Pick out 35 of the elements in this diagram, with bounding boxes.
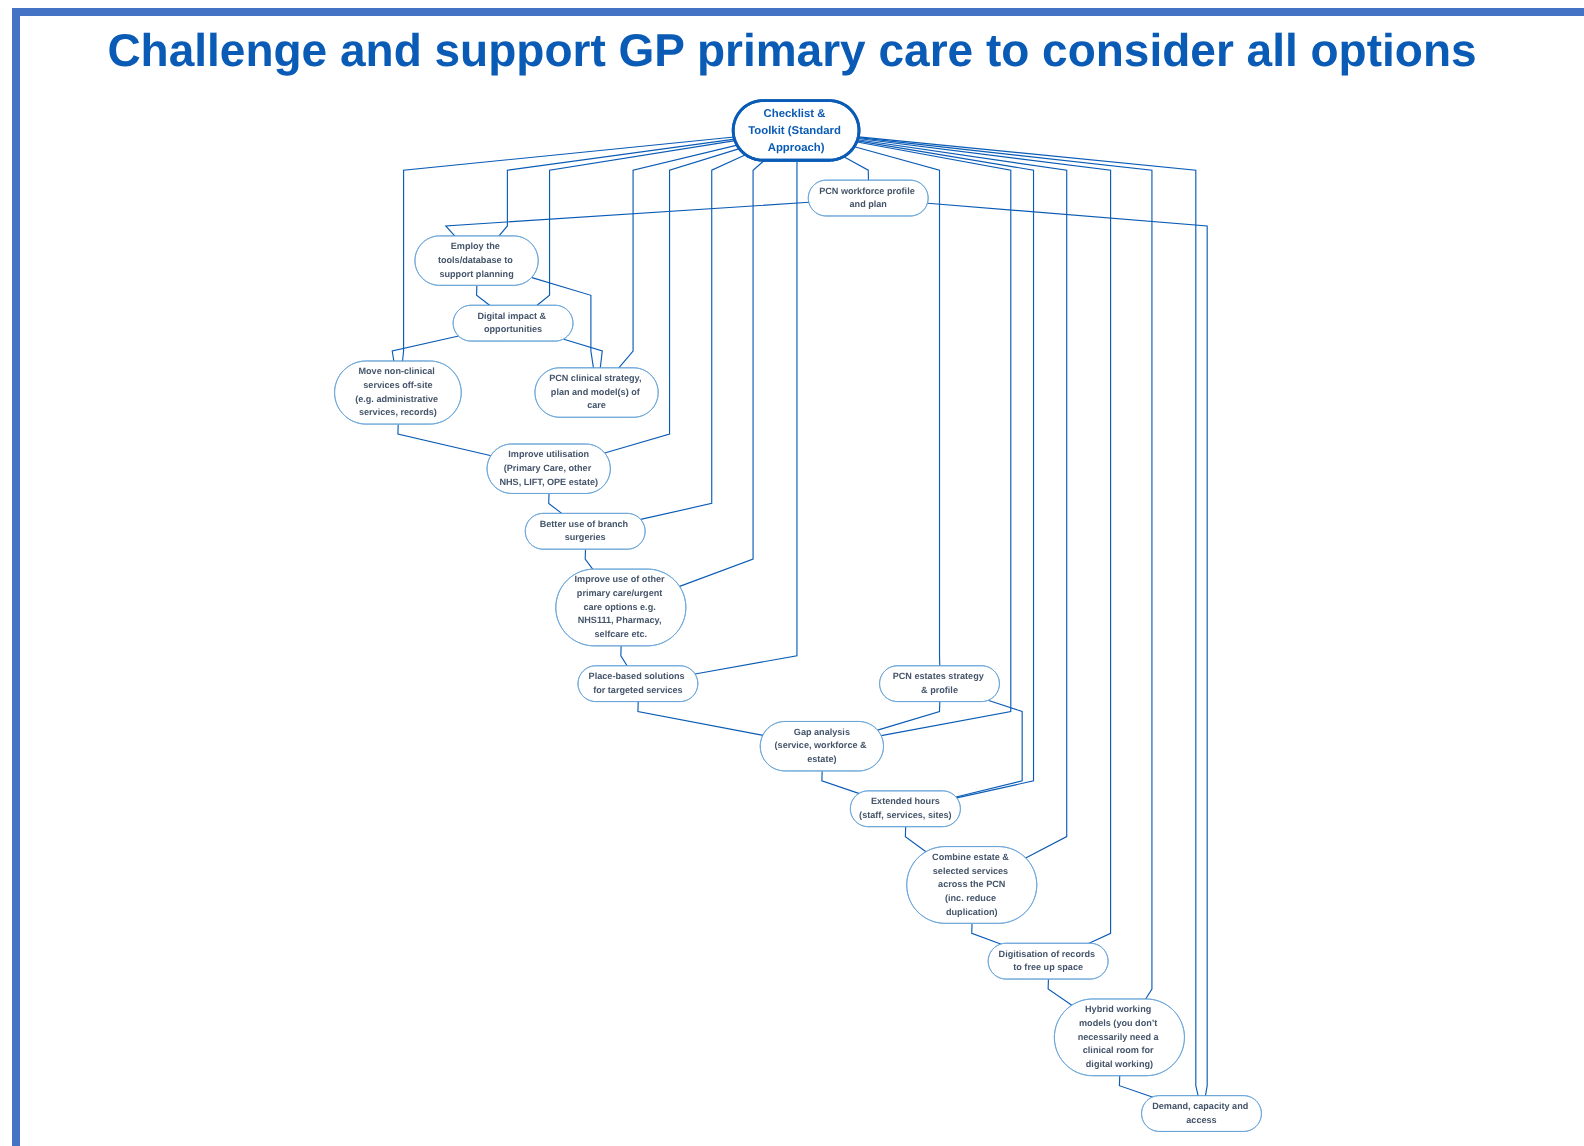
connector (927, 202, 1208, 1097)
connector (620, 645, 628, 667)
connector (604, 148, 741, 454)
connector (858, 136, 1199, 1097)
connector (531, 277, 595, 369)
connector (498, 138, 736, 237)
connector (637, 701, 764, 736)
connector (476, 285, 491, 307)
connector (548, 493, 563, 515)
connector (843, 156, 870, 181)
connector (584, 548, 594, 570)
connector (397, 423, 492, 457)
connector (877, 701, 941, 731)
connector (857, 139, 1068, 859)
connector (536, 140, 736, 307)
connector (401, 136, 735, 362)
connector (679, 159, 765, 587)
connector (955, 699, 1023, 798)
connector (1118, 1075, 1154, 1098)
connector (856, 141, 1012, 737)
connector (904, 826, 927, 853)
connector (563, 338, 603, 369)
connector (694, 159, 798, 675)
connector (1047, 978, 1073, 1006)
connector (618, 144, 738, 369)
connector (857, 137, 1112, 945)
connector (856, 140, 1035, 799)
connector (853, 146, 941, 667)
connector (857, 137, 1153, 1000)
connector (821, 770, 861, 795)
connector (391, 335, 460, 362)
connector (444, 201, 810, 237)
connector (640, 154, 747, 520)
connector (971, 923, 1002, 945)
title: Challenge and support GP primary care to consider all options (105, 24, 1479, 78)
